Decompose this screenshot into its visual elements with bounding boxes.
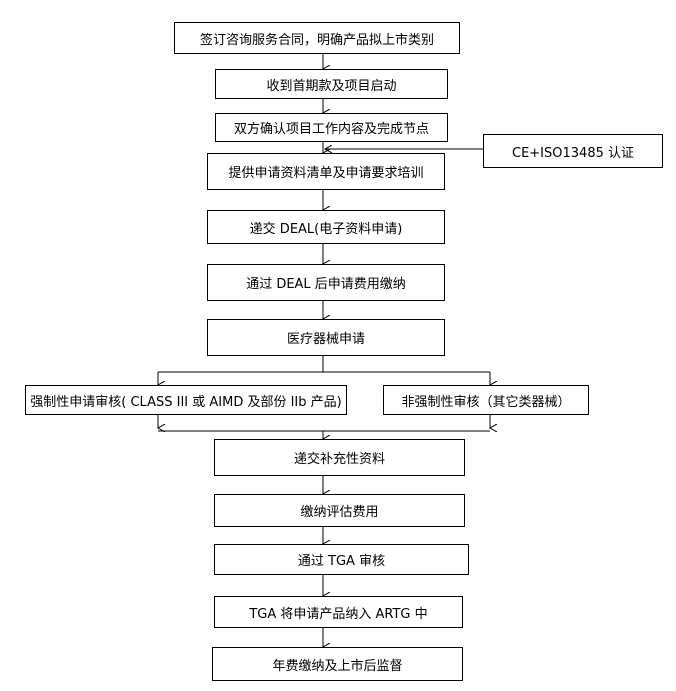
step-first-payment: 收到首期款及项目启动 [215, 69, 448, 99]
step-supplementary-docs: 递交补充性资料 [214, 439, 465, 476]
step-evaluation-fee: 缴纳评估费用 [214, 494, 465, 527]
branch-mandatory-audit: 强制性申请审核( CLASS III 或 AIMD 及部份 IIb 产品) [25, 385, 347, 415]
side-input-ce-iso: CE+ISO13485 认证 [483, 134, 663, 168]
step-artg-inclusion: TGA 将申请产品纳入 ARTG 中 [214, 596, 463, 628]
step-checklist-training: 提供申请资料清单及申请要求培训 [207, 153, 445, 190]
step-device-application: 医疗器械申请 [207, 319, 445, 356]
step-annual-fee-surveillance: 年费缴纳及上市后监督 [212, 647, 463, 681]
step-confirm-scope: 双方确认项目工作内容及完成节点 [215, 113, 448, 142]
step-pay-fee: 通过 DEAL 后申请费用缴纳 [207, 264, 445, 301]
step-tga-audit: 通过 TGA 审核 [214, 544, 469, 575]
branch-non-mandatory-audit: 非强制性审核（其它类器械） [383, 385, 589, 415]
step-submit-deal: 递交 DEAL(电子资料申请) [207, 210, 445, 244]
step-sign-contract: 签订咨询服务合同，明确产品拟上市类别 [174, 22, 460, 54]
